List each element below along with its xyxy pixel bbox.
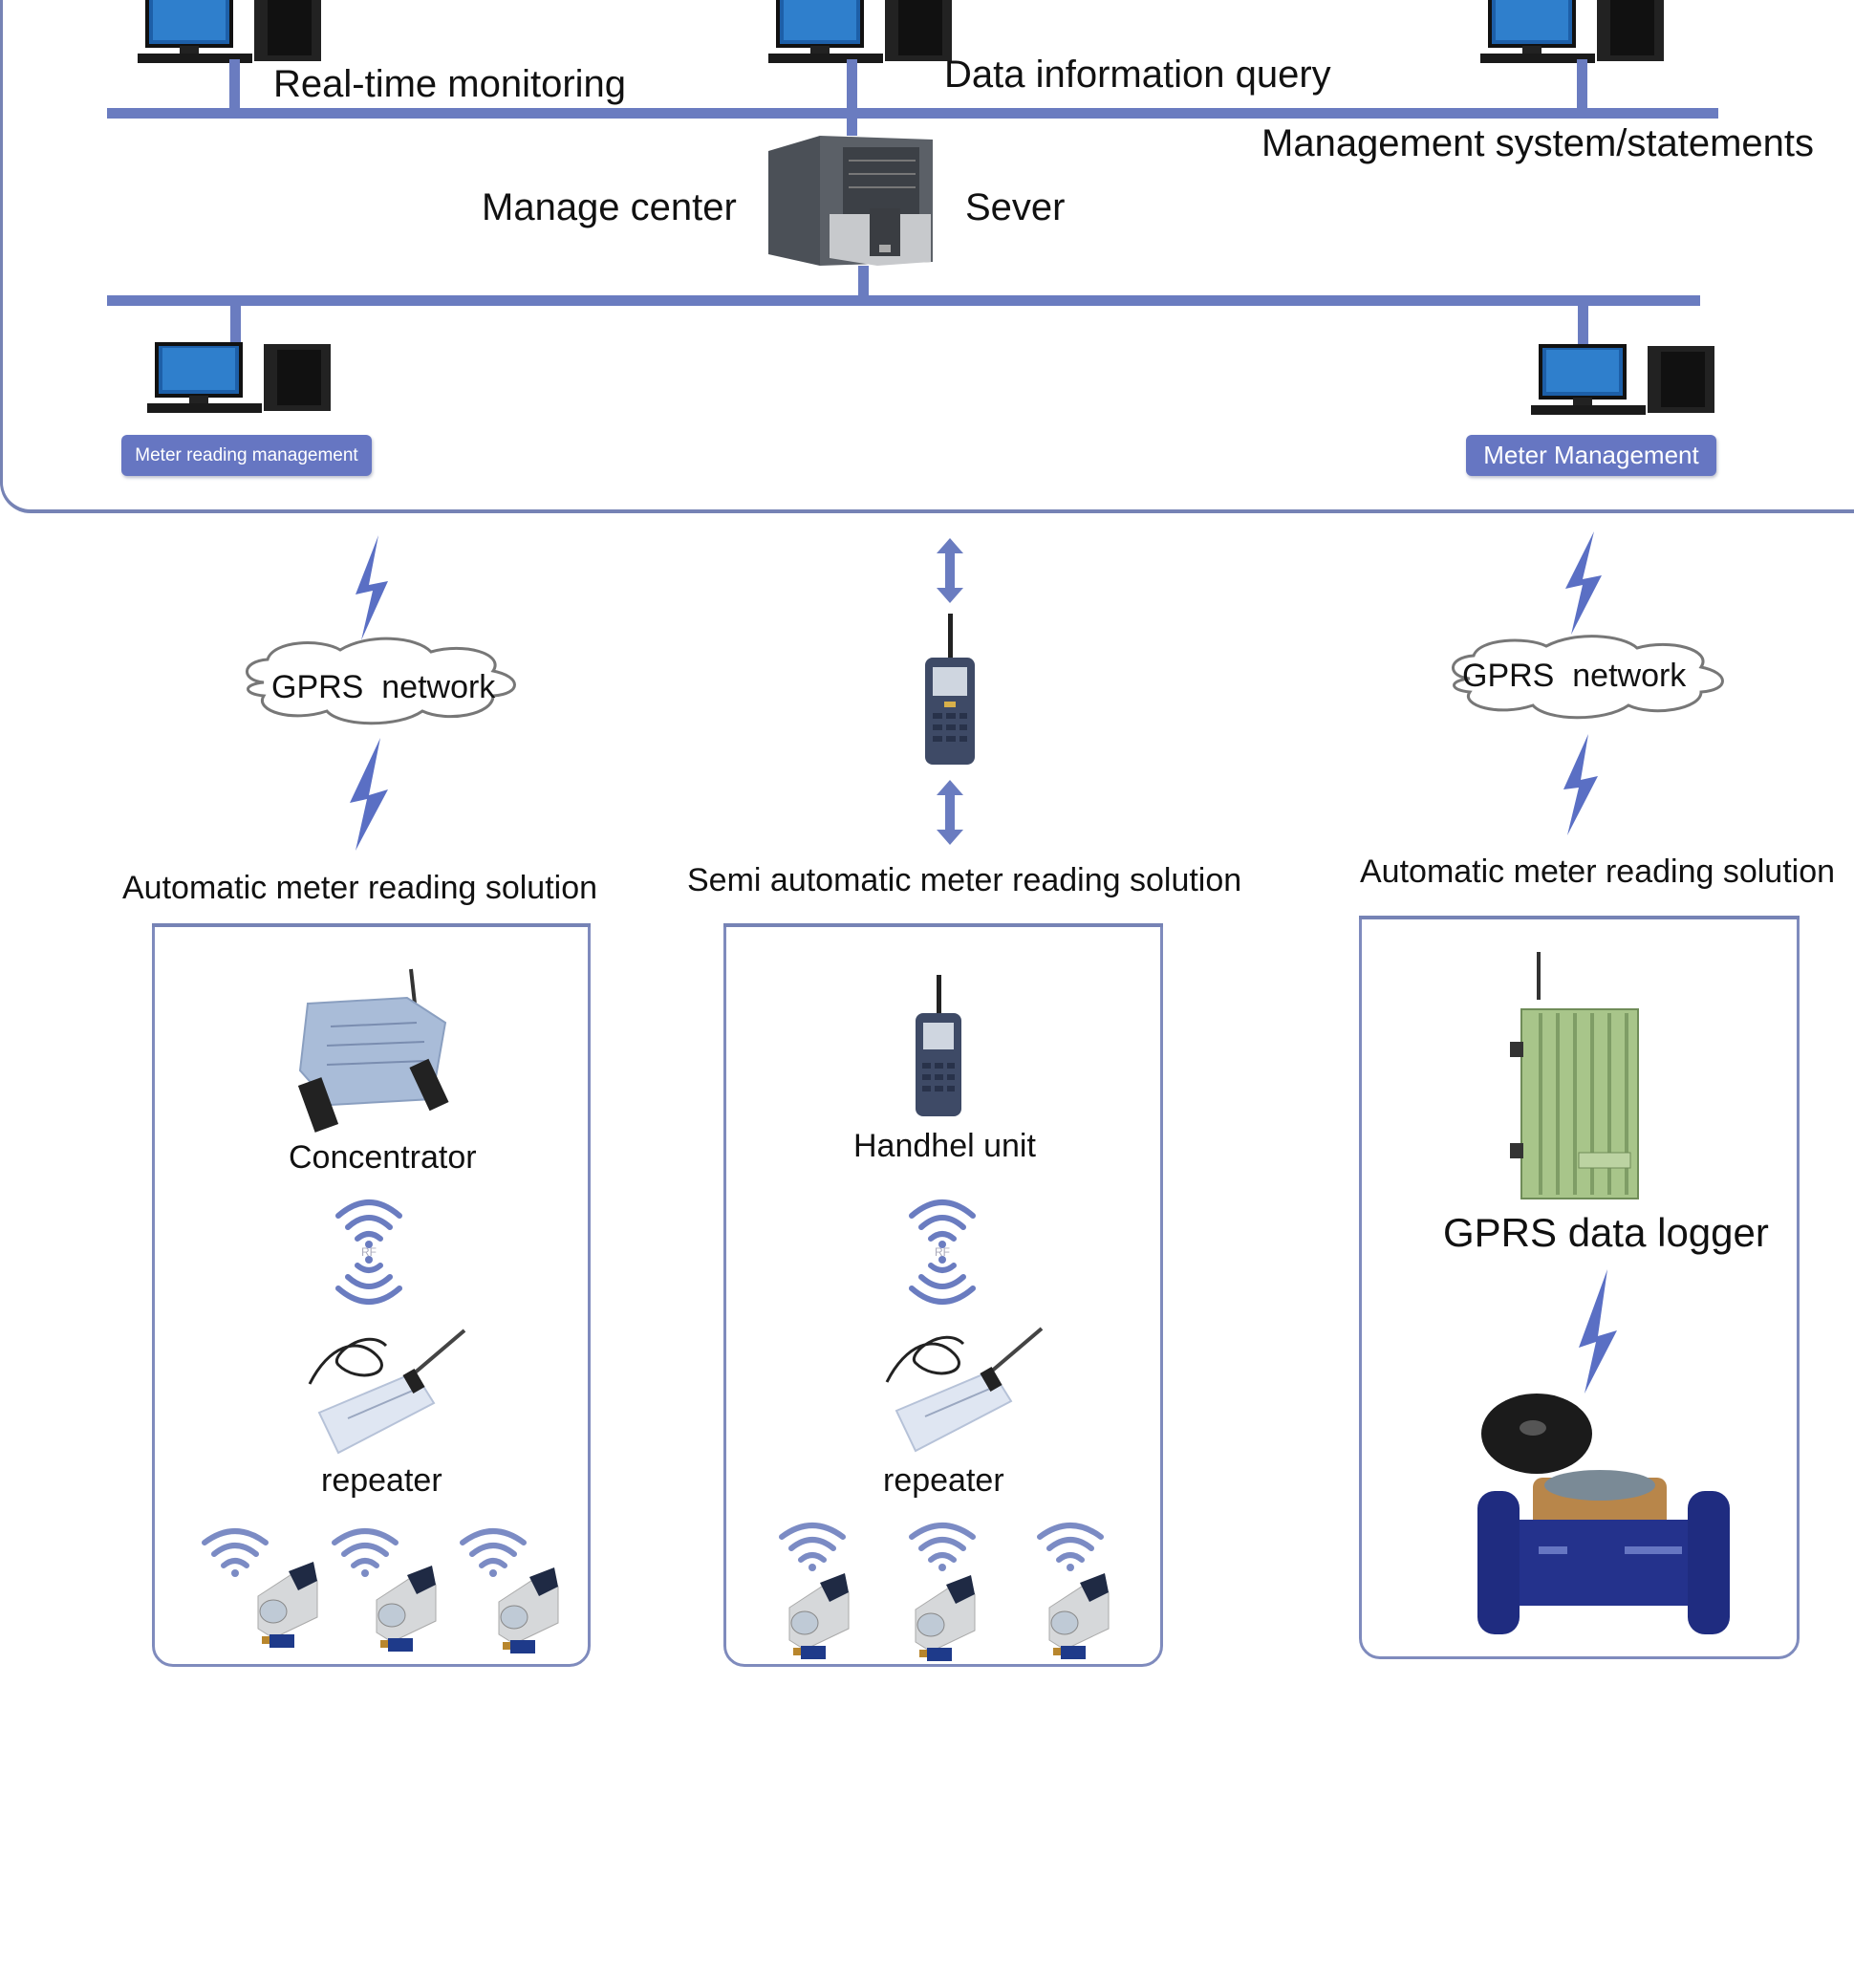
large-water-meter-icon — [1477, 1394, 1730, 1634]
label-gprs-data-logger: GPRS data logger — [1443, 1210, 1769, 1255]
central-system-frame — [0, 0, 1854, 513]
solution-title-automatic-left: Automatic meter reading solution — [122, 870, 598, 906]
handheld-unit-icon-link — [925, 614, 975, 765]
rf-signal-icon-middle: RF — [909, 1199, 976, 1305]
handheld-unit-icon — [916, 975, 961, 1116]
water-meter-icon-5 — [915, 1575, 976, 1661]
label-management-statements: Management system/statements — [1261, 122, 1815, 164]
double-arrow-icon-lower — [937, 780, 963, 845]
lightning-icon-left-lower — [350, 738, 388, 851]
solution-title-automatic-right: Automatic meter reading solution — [1360, 854, 1836, 890]
solution-panel-semi-automatic — [723, 923, 1163, 1667]
bus-drop-statements — [1577, 59, 1587, 113]
computer-icon-realtime — [138, 0, 321, 63]
label-data-query: Data information query — [944, 54, 1331, 96]
repeater-icon-left — [308, 1329, 466, 1455]
solution-title-semi-automatic: Semi automatic meter reading solution — [687, 862, 1242, 898]
wifi-icon-meter-4 — [779, 1523, 846, 1571]
rf-text: RF — [361, 1245, 377, 1259]
wifi-icon-meter-6 — [1037, 1523, 1104, 1571]
water-meter-icon-1 — [257, 1562, 318, 1648]
computer-icon-query — [768, 0, 952, 63]
label-repeater-middle: repeater — [883, 1462, 1004, 1499]
concentrator-icon — [297, 968, 449, 1133]
rf-signal-icon-left: RF — [335, 1199, 402, 1305]
bottom-network-bus — [107, 295, 1700, 306]
computer-icon-meter-mgmt — [1531, 344, 1714, 415]
wifi-icon-meter-1 — [202, 1528, 269, 1577]
label-handheld-unit: Handhel unit — [853, 1128, 1036, 1164]
solution-panel-automatic-right — [1359, 916, 1800, 1659]
bus-drop-server — [858, 266, 869, 298]
solution-panel-automatic-left — [152, 923, 591, 1667]
water-meter-icon-3 — [498, 1567, 559, 1653]
computer-icon-statements — [1480, 0, 1664, 63]
label-repeater-left: repeater — [321, 1462, 442, 1499]
label-realtime-monitoring: Real-time monitoring — [273, 63, 627, 105]
rf-text: RF — [935, 1245, 950, 1259]
computer-icon-meter-reading-mgmt — [147, 342, 331, 413]
badge-meter-management: Meter Management — [1466, 435, 1716, 476]
bus-drop-query — [847, 59, 857, 136]
water-meter-icon-4 — [788, 1573, 850, 1659]
top-network-bus — [107, 108, 1718, 119]
lightning-icon-right-lower — [1563, 734, 1598, 835]
double-arrow-icon-upper — [937, 538, 963, 603]
server-icon — [768, 136, 933, 266]
bus-drop-meter-mgmt — [1578, 304, 1588, 352]
label-manage-center: Manage center — [482, 186, 737, 228]
wifi-icon-meter-2 — [332, 1528, 399, 1577]
badge-meter-reading-management: Meter reading management — [121, 435, 372, 476]
label-gprs-network-right: GPRS network — [1462, 658, 1687, 694]
cloud-icon-right — [1452, 635, 1724, 720]
label-gprs-network-left: GPRS network — [271, 669, 496, 705]
cloud-icon-left — [246, 637, 516, 725]
lightning-icon-logger — [1579, 1269, 1617, 1394]
lightning-icon-left-upper — [356, 535, 388, 640]
bus-drop-meter-reading-mgmt — [230, 304, 241, 352]
water-meter-icon-6 — [1048, 1573, 1110, 1659]
wifi-icon-meter-3 — [460, 1528, 527, 1577]
water-meter-icon-2 — [376, 1566, 437, 1652]
label-server: Sever — [965, 186, 1066, 228]
gprs-data-logger-icon — [1510, 952, 1639, 1199]
wifi-icon-meter-5 — [909, 1523, 976, 1571]
lightning-icon-right-upper — [1565, 531, 1602, 635]
label-concentrator: Concentrator — [289, 1139, 477, 1176]
bus-drop-realtime — [229, 59, 240, 113]
repeater-icon-middle — [885, 1327, 1044, 1453]
